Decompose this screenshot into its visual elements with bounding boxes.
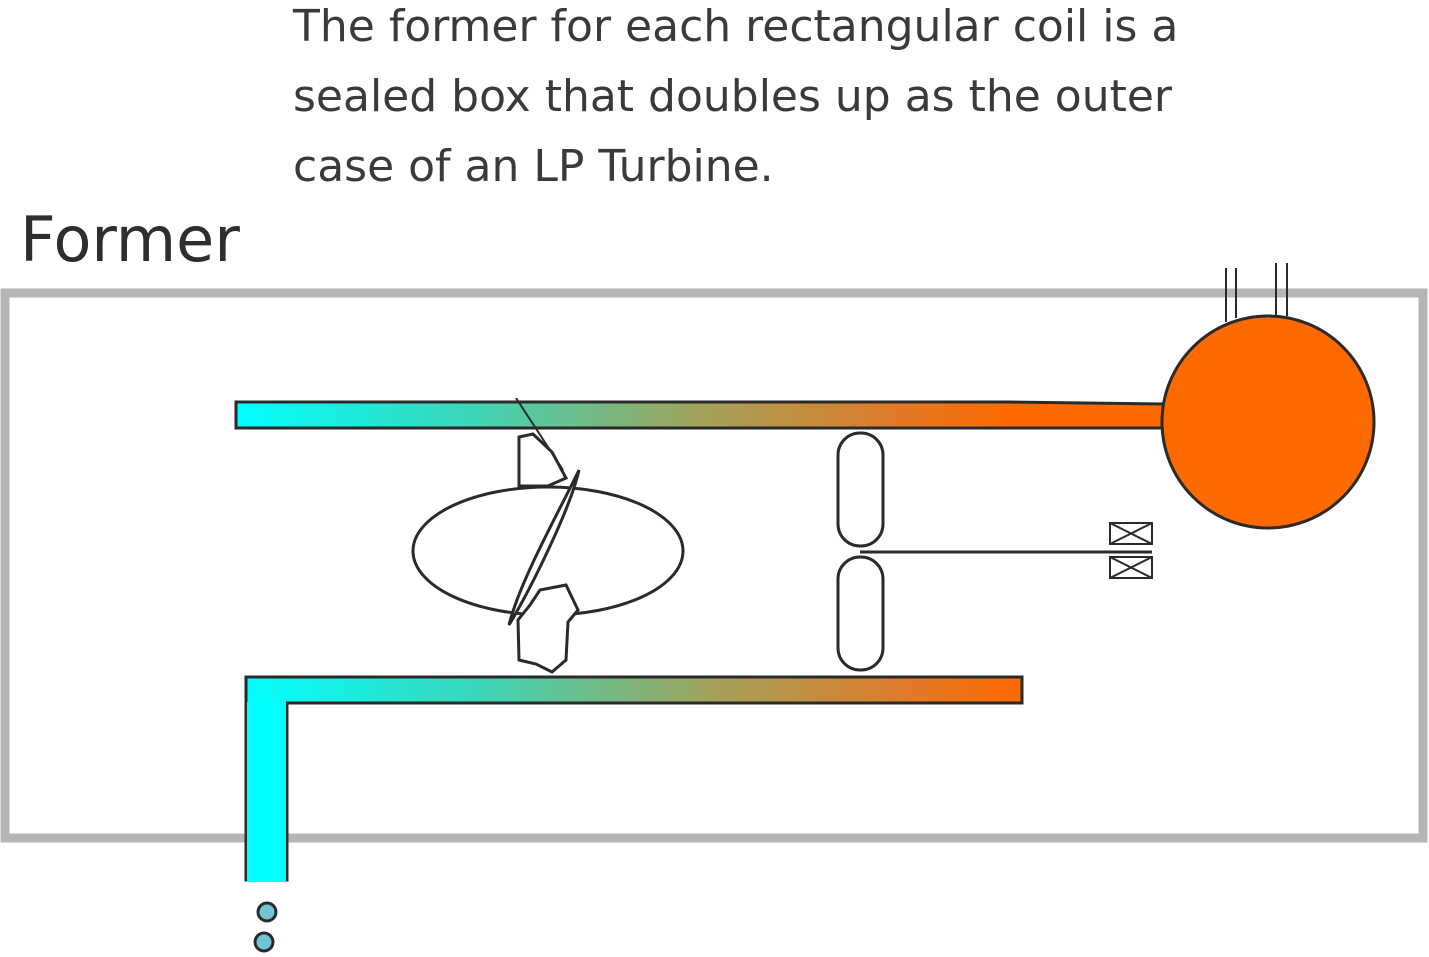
droplet (253, 931, 275, 953)
caption: The former for each rectangular coil is … (293, 0, 1293, 202)
bottom-duct-leg-fill (247, 702, 286, 882)
former-label: Former (20, 203, 240, 276)
bottom-duct (244, 675, 1024, 882)
slanted-blade (507, 469, 581, 626)
sphere-pipes (1225, 263, 1288, 322)
caption-line-1: The former for each rectangular coil is … (293, 1, 1179, 52)
top-duct (234, 400, 1167, 430)
blade-line (515, 397, 564, 471)
upper-blade (517, 432, 569, 488)
bearing-lower (1109, 556, 1153, 579)
caption-line-3: case of an LP Turbine. (293, 141, 774, 192)
lower-blade (516, 583, 580, 674)
hot-sphere (1160, 314, 1376, 530)
former-frame (0, 288, 1428, 843)
rotor-capsule-lower (836, 555, 885, 672)
droplet (256, 901, 278, 923)
rotor-capsule-upper (836, 431, 885, 548)
caption-line-2: sealed box that doubles up as the outer (293, 71, 1172, 122)
bearing-upper (1109, 522, 1153, 545)
